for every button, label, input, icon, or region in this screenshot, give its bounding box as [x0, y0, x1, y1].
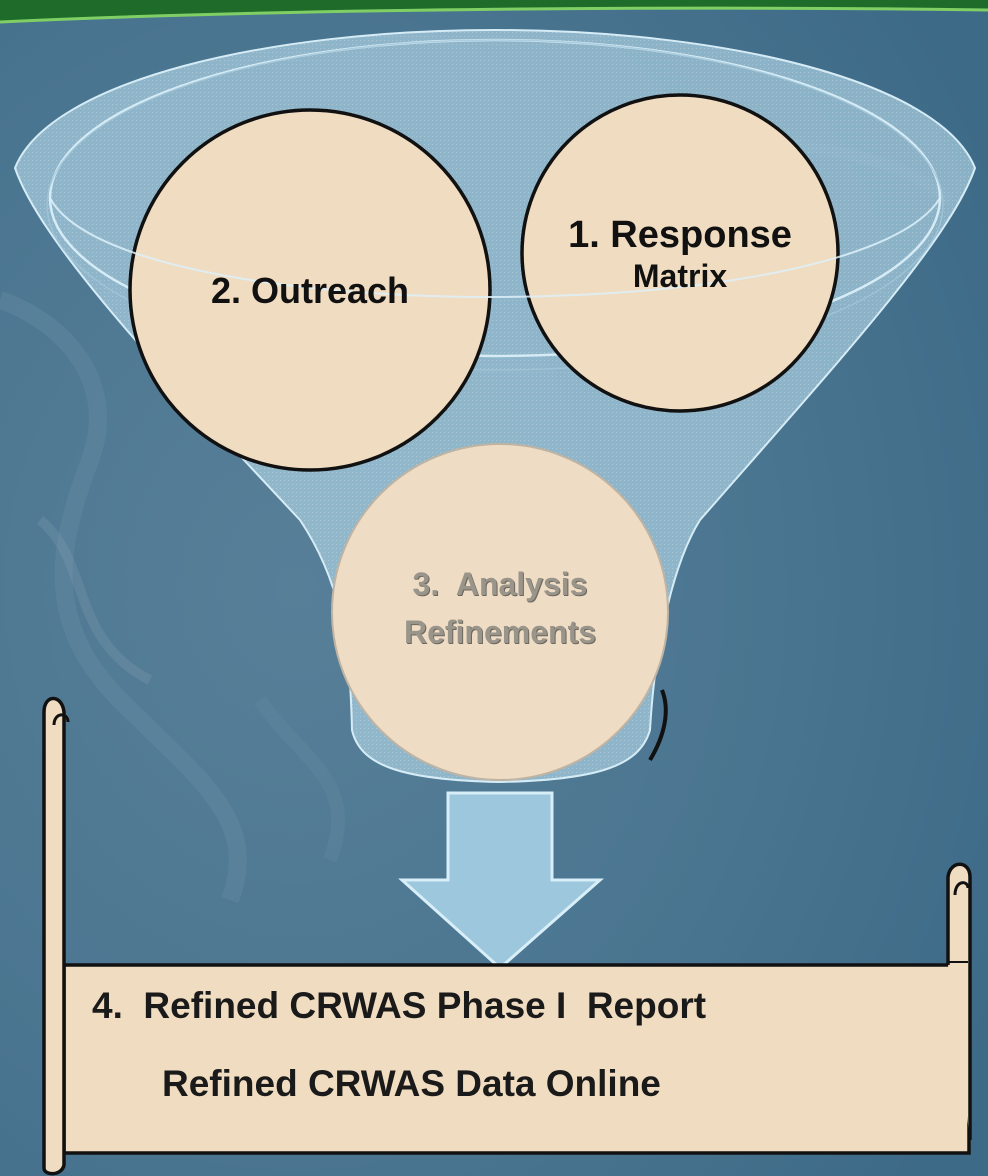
response-matrix-circle	[520, 93, 840, 413]
response-matrix-label-line1: 1. Response	[568, 214, 792, 256]
analysis-refinements-circle	[331, 443, 669, 781]
analysis-label-line1: 3. Analysis	[412, 566, 588, 602]
response-matrix-label-line2: Matrix	[632, 257, 728, 294]
outreach-label: 2. Outreach	[210, 270, 410, 311]
response-matrix-label: 1. Response Matrix	[562, 214, 798, 294]
result-line-1: 4. Refined CRWAS Phase I Report	[92, 985, 707, 1026]
outreach-circle	[128, 108, 492, 472]
result-line-2: Refined CRWAS Data Online	[162, 1063, 661, 1104]
top-accent-band	[0, 0, 988, 22]
analysis-refinements-label: 3. Analysis Refinements	[380, 560, 620, 656]
analysis-label-line2: Refinements	[403, 614, 597, 650]
scroll-body	[62, 963, 971, 1155]
